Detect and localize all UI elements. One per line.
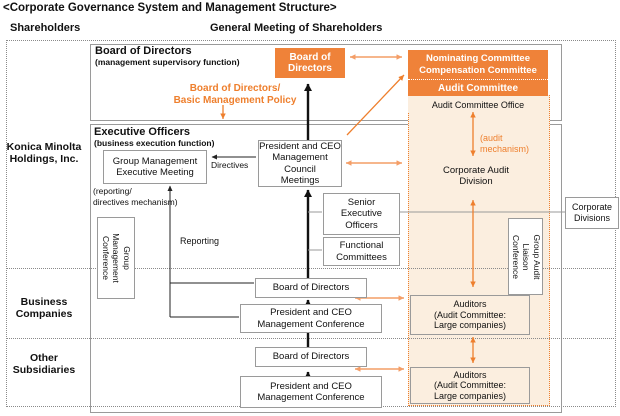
divider-business <box>6 268 614 269</box>
row-label-holdings: Konica Minolta Holdings, Inc. <box>6 141 82 166</box>
orange-arrows <box>220 74 476 363</box>
basic-management-policy-text: Board of Directors/ Basic Management Pol… <box>173 83 297 106</box>
corporate-divisions-box: Corporate Divisions <box>565 197 619 229</box>
business-president-conference-box: President and CEO Management Conference <box>240 304 382 333</box>
auditors-business-box: Auditors (Audit Committee: Large compani… <box>410 295 530 335</box>
audit-committee-box: Audit Committee <box>408 80 548 96</box>
nominating-compensation-committee-box: Nominating Committee Compensation Commit… <box>408 50 548 80</box>
corporate-audit-division-label: Corporate Audit Division <box>442 165 509 188</box>
reporting-label: Reporting <box>180 236 220 246</box>
group-management-executive-meeting-box: Group Management Executive Meeting <box>103 150 207 184</box>
group-audit-liaison-conference-box: Group Audit Liaison Conference <box>508 218 543 295</box>
double-arrows <box>346 54 404 372</box>
supervisory-subtitle: (management supervisory function) <box>95 57 240 67</box>
functional-committees-box: Functional Committees <box>323 237 400 266</box>
executive-title: Executive Officers <box>94 126 190 138</box>
shareholders-label: Shareholders <box>10 22 81 34</box>
other-president-conference-box: President and CEO Management Conference <box>240 376 382 408</box>
divider-other <box>6 338 614 339</box>
auditors-other-box: Auditors (Audit Committee: Large compani… <box>410 367 530 404</box>
row-label-business: Business Companies <box>15 296 73 321</box>
group-management-conference-box: Group Management Conference <box>97 217 135 299</box>
business-board-of-directors-box: Board of Directors <box>255 278 367 298</box>
audit-mechanism-note: (audit mechanism) <box>480 133 530 155</box>
supervisory-frame <box>90 44 562 121</box>
reporting-directives-lines <box>167 154 256 318</box>
other-board-of-directors-box: Board of Directors <box>255 347 367 367</box>
reporting-mechanism-note: (reporting/ directives mechanism) <box>93 186 178 207</box>
board-of-directors-box: Board of Directors <box>275 48 345 78</box>
diagram-title: <Corporate Governance System and Managem… <box>3 2 337 14</box>
general-meeting-label: General Meeting of Shareholders <box>210 22 383 34</box>
directives-label: Directives <box>211 160 249 170</box>
supervisory-title: Board of Directors <box>95 45 192 57</box>
group-management-conference-label: Group Management Conference <box>100 233 132 283</box>
president-ceo-council-box: President and CEO Management Council Mee… <box>258 140 342 187</box>
executive-subtitle: (business execution function) <box>94 138 215 148</box>
group-audit-liaison-conference-label: Group Audit Liaison Conference <box>510 234 542 279</box>
audit-committee-office: Audit Committee Office <box>408 96 548 113</box>
senior-executive-officers-box: Senior Executive Officers <box>323 193 400 235</box>
gray-connectors <box>308 211 565 251</box>
row-label-other: Other Subsidiaries <box>12 352 76 377</box>
